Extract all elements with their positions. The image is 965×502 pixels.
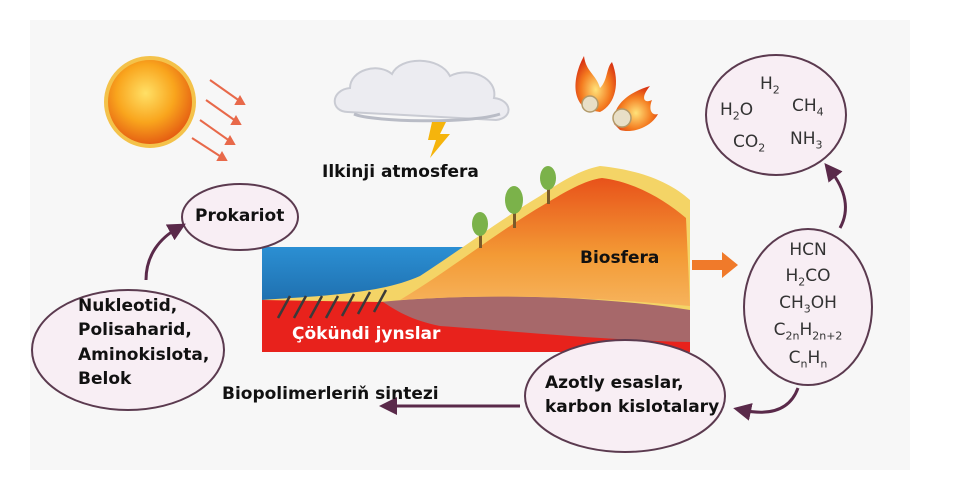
formula-subscript: 2 <box>772 83 780 97</box>
formula-base: H <box>799 320 813 341</box>
storm-cloud-icon <box>333 59 510 158</box>
prokaryote-label: Prokariot <box>195 206 285 226</box>
formula-subscript: 2n <box>785 329 800 343</box>
mountain <box>400 178 690 306</box>
formula-base: HCN <box>789 240 827 260</box>
formula-base: OH <box>810 292 837 313</box>
meteorite-icon <box>575 56 616 113</box>
gas-formula: H2 <box>760 72 780 98</box>
formula-tail: O <box>739 100 754 120</box>
sediment-hatching <box>276 289 388 319</box>
formula-subscript: 3 <box>803 302 811 316</box>
arrow-biopolymers-to-prokaryote <box>144 223 186 281</box>
formula-base: CO <box>733 132 759 152</box>
lightning-icon <box>428 122 450 158</box>
rock-layer <box>380 293 690 342</box>
biopolymers-list: Nukleotid, Polisaharid, Aminokislota, Be… <box>78 296 209 390</box>
formula-base: CH <box>779 292 804 313</box>
gas-formula: NH3 <box>790 127 823 153</box>
organic-formula: HCN <box>760 238 856 263</box>
meteorite-icon-2 <box>612 86 658 132</box>
formula-subscript: 2 <box>798 275 806 289</box>
formula-base: CH <box>792 96 817 116</box>
organic-formula: C2nH2n+2 <box>760 318 856 344</box>
organic-formula: H2CO <box>760 264 856 290</box>
tree-icon-2 <box>505 186 523 228</box>
gas-formula: H2O <box>720 98 753 124</box>
biopolymer-item: Belok <box>78 368 132 389</box>
sun-icon <box>104 56 246 161</box>
formula-subscript: 2 <box>758 141 766 155</box>
formula-base: C <box>788 347 801 368</box>
biopolymers-bubble <box>31 289 225 411</box>
nitrogen-bases-bubble <box>524 339 726 453</box>
arrow-organics-to-gases <box>824 162 847 229</box>
nitrogen-bases-list: Azotly esaslar, karbon kislotalary <box>545 373 719 419</box>
formula-base: H <box>760 74 773 94</box>
organic-formula: CH3OH <box>760 291 856 317</box>
biopolymer-item: Polisaharid, <box>78 320 192 341</box>
atmosphere-label: Ilkinji atmosfera <box>322 162 479 182</box>
formula-subscript: n <box>820 357 828 371</box>
biosphere-arrow <box>692 252 738 278</box>
biopolymer-item: Nukleotid, <box>78 296 178 316</box>
formula-subscript: 3 <box>815 138 823 152</box>
formula-subscript: n <box>800 357 808 371</box>
organics-bubble <box>743 228 873 386</box>
formula-base: H <box>720 100 733 120</box>
nitrogen-bases-item: karbon kislotalary <box>545 397 720 418</box>
prokaryote-bubble <box>181 183 299 251</box>
nitrogen-bases-item: Azotly esaslar, <box>545 373 684 393</box>
formula-subscript: 2n+2 <box>812 329 843 343</box>
gas-formula: CH4 <box>792 94 824 120</box>
gas-formula: CO2 <box>733 130 765 156</box>
biopolymer-synthesis-label: Biopolimerleriň sintezi <box>222 384 439 404</box>
formula-base: C <box>773 320 786 341</box>
formula-base: H <box>785 265 799 286</box>
biosphere-label: Biosfera <box>580 248 660 268</box>
tree-icon-3 <box>540 166 556 204</box>
sediment-label: Çökündi jynslar <box>292 324 441 344</box>
formula-subscript: 2 <box>732 109 740 123</box>
biopolymer-item: Aminokislota, <box>78 344 210 365</box>
formula-subscript: 4 <box>816 105 824 119</box>
formula-base: NH <box>790 129 816 149</box>
formula-base: H <box>807 347 821 368</box>
arrow-organics-to-bases <box>733 387 800 421</box>
earth-cross-section <box>262 166 690 352</box>
formula-base: CO <box>805 265 831 286</box>
tree-icon <box>472 212 488 248</box>
gases-bubble <box>705 54 847 176</box>
organic-formula: CnHn <box>760 346 856 372</box>
